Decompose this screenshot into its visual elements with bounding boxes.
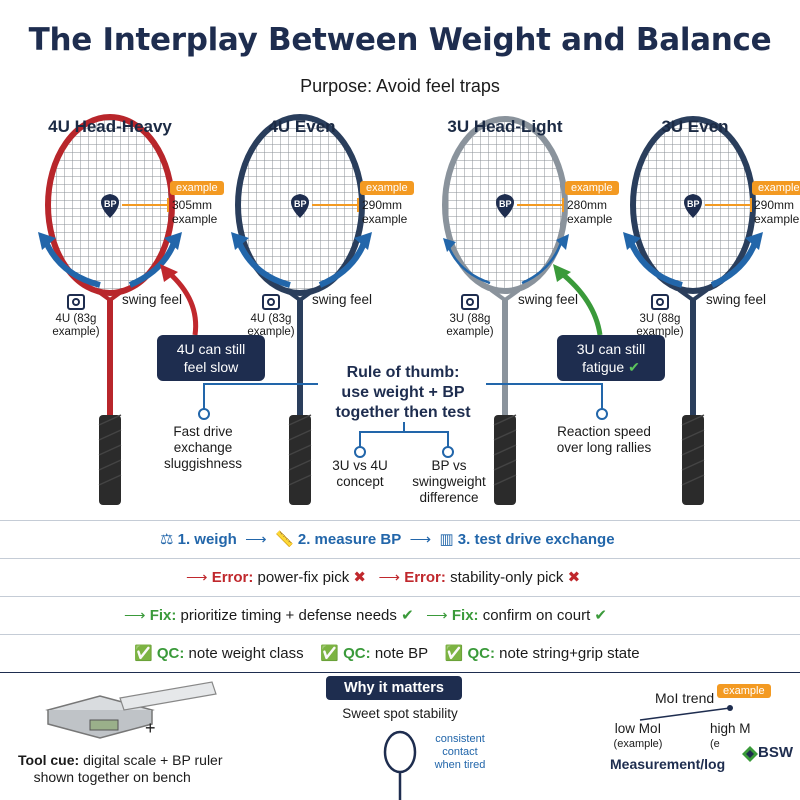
example-badge: example bbox=[565, 181, 619, 195]
arrow-right-icon: ⟶ bbox=[378, 569, 401, 586]
example-badge: example bbox=[360, 181, 414, 195]
example-badge: example bbox=[170, 181, 224, 195]
arrow-right-icon: ⟶ bbox=[124, 607, 146, 624]
bp-note: example bbox=[172, 212, 218, 226]
divider bbox=[0, 634, 800, 635]
rackets-illustration bbox=[38, 114, 763, 505]
cross-icon: ✖ bbox=[567, 569, 581, 586]
check-circle-icon: ✅ bbox=[320, 645, 339, 662]
errors-row: ⟶ Error: power-fix pick ✖ ⟶ Error: stabi… bbox=[186, 569, 581, 586]
bp-note: example bbox=[362, 212, 408, 226]
divider bbox=[0, 672, 800, 673]
racket-title-1: 4U Head-Heavy bbox=[48, 117, 172, 136]
page-subtitle: Purpose: Avoid feel traps bbox=[300, 76, 500, 96]
arrow-right-icon: ⟶ bbox=[186, 569, 208, 586]
why-header: Why it matters bbox=[326, 676, 462, 700]
scale-icon: ⚖ bbox=[160, 531, 174, 548]
arrow-right-icon: ⟶ bbox=[405, 531, 436, 548]
example-badge: example bbox=[752, 181, 800, 195]
bp-pin-icon bbox=[684, 194, 702, 218]
low-moi-label: low MoI(example) bbox=[613, 721, 663, 751]
divider bbox=[0, 558, 800, 559]
swing-arrow-icon bbox=[235, 238, 291, 288]
swing-arrow-icon bbox=[446, 244, 491, 285]
racket-title-3: 3U Head-Light bbox=[447, 117, 563, 136]
bp-pin-icon bbox=[101, 194, 119, 218]
bp-label: BP bbox=[499, 199, 512, 209]
bp-value: 280mm bbox=[567, 198, 608, 212]
check-icon: ✔ bbox=[628, 359, 640, 375]
fixes-row: ⟶ Fix: prioritize timing + defense needs… bbox=[124, 607, 607, 624]
racket-head-icon bbox=[383, 730, 417, 800]
qc-row: ✅ QC: note weight class ✅ QC: note BP ✅ … bbox=[134, 645, 640, 662]
bp-value: 290mm bbox=[754, 198, 795, 212]
mindmap-line-left bbox=[203, 383, 318, 410]
bp-label: BP bbox=[104, 199, 117, 209]
divider bbox=[0, 596, 800, 597]
mindmap-line-sub bbox=[359, 431, 449, 448]
tool-cue: Tool cue: digital scale + BP ruler shown… bbox=[18, 752, 223, 785]
bp-value: 290mm bbox=[362, 198, 403, 212]
plus-sign: + bbox=[145, 718, 156, 738]
measurement-log-label: Measurement/log bbox=[610, 756, 726, 772]
racket-title-4: 3U Even bbox=[661, 117, 729, 136]
page-title: The Interplay Between Weight and Balance bbox=[28, 22, 772, 58]
check-icon: ✔ bbox=[401, 607, 414, 624]
check-circle-icon: ✅ bbox=[444, 645, 464, 662]
swing-label: swing feel bbox=[518, 292, 579, 307]
cross-icon: ✖ bbox=[353, 569, 366, 586]
divider bbox=[0, 520, 800, 521]
check-icon: ✔ bbox=[594, 607, 607, 624]
swing-label: swing feel bbox=[706, 292, 767, 307]
ruler-icon: 📏 bbox=[275, 531, 294, 548]
bp-value: 305mm bbox=[172, 198, 213, 212]
high-moi-label: high M(e bbox=[710, 721, 751, 751]
logo-icon bbox=[742, 746, 758, 762]
mindmap-line-right bbox=[486, 383, 603, 410]
bsw-logo: BSW bbox=[742, 740, 793, 780]
scale-icon bbox=[67, 294, 669, 310]
bp-note: example bbox=[567, 212, 613, 226]
swing-label: swing feel bbox=[122, 292, 183, 307]
sweet-spot-label: Sweet spot stability bbox=[342, 706, 458, 721]
bp-label: BP bbox=[294, 199, 307, 209]
swing-arrow-icon bbox=[627, 238, 683, 288]
bp-pin-icon bbox=[496, 194, 514, 218]
bp-pin-icon bbox=[291, 194, 309, 218]
example-badge: example bbox=[717, 684, 771, 698]
swing-label: swing feel bbox=[312, 292, 373, 307]
steps-row: ⚖ 1. weigh ⟶ 📏 2. measure BP ⟶ ▥ 3. test… bbox=[160, 531, 615, 548]
bp-label: BP bbox=[687, 199, 700, 209]
green-arrow-icon bbox=[558, 270, 603, 336]
scale-and-ruler-illustration bbox=[45, 681, 217, 739]
swing-arrow-icon bbox=[42, 238, 101, 288]
arrow-right-icon: ⟶ bbox=[426, 607, 448, 624]
check-circle-icon: ✅ bbox=[134, 645, 153, 662]
racket-title-2: 4U Even bbox=[268, 117, 336, 136]
court-icon: ▥ bbox=[439, 531, 454, 548]
red-arrow-icon bbox=[166, 270, 199, 336]
arrow-right-icon: ⟶ bbox=[240, 531, 271, 548]
bp-note: example bbox=[754, 212, 800, 226]
moi-trend-label: MoI trend bbox=[655, 690, 715, 706]
moi-trend-line bbox=[639, 705, 733, 721]
